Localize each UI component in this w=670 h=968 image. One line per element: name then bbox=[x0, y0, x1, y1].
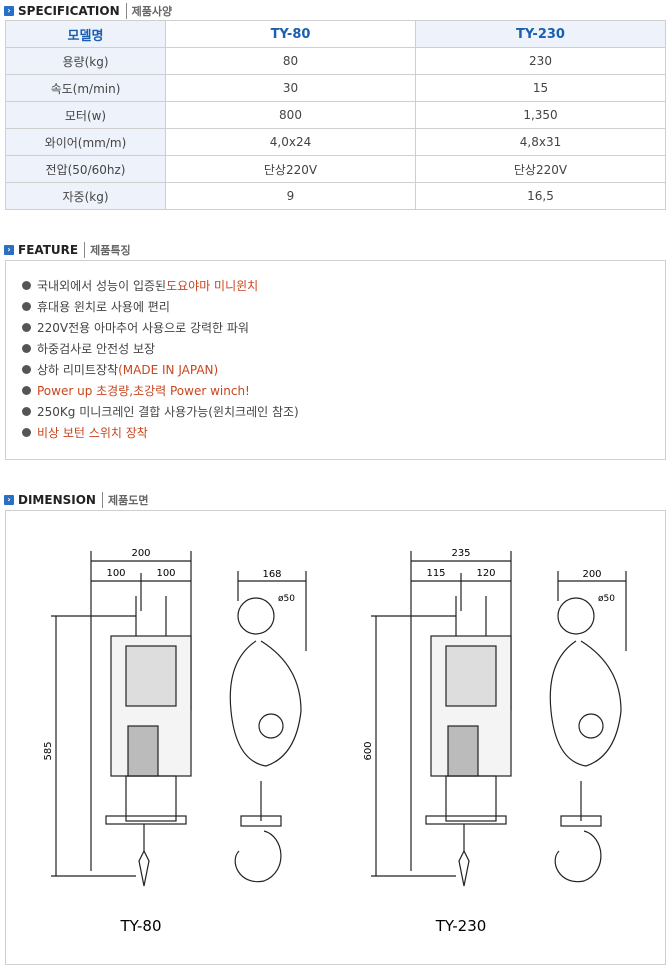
feature-text: 휴대용 윈치로 사용에 편리 bbox=[37, 300, 170, 314]
feature-text: 국내외에서 성능이 입증된 bbox=[37, 279, 167, 293]
spec-section-title: › SPECIFICATION 제품사양 bbox=[4, 3, 172, 19]
dim-height: 600 bbox=[363, 741, 374, 760]
feature-item: 비상 보턴 스위치 장착 bbox=[22, 422, 665, 443]
feature-highlight: Power up 초경량,초강력 Power winch! bbox=[37, 384, 250, 398]
feature-text: 250Kg 미니크레인 결합 사용가능(윈치크레인 참조) bbox=[37, 405, 299, 419]
table-cell: 1,350 bbox=[415, 101, 666, 129]
bullet-icon bbox=[22, 365, 31, 374]
feature-item: 상하 리미트장착(MADE IN JAPAN) bbox=[22, 359, 665, 380]
title-ko: 제품도면 bbox=[101, 492, 148, 508]
feature-section-title: › FEATURE 제품특징 bbox=[4, 242, 131, 258]
dim-diameter: ø50 bbox=[598, 594, 615, 604]
arrow-icon: › bbox=[4, 495, 14, 505]
title-en: FEATURE bbox=[18, 243, 79, 257]
header-cell: TY-80 bbox=[165, 20, 416, 48]
feature-highlight: 도요야마 미니윈치 bbox=[166, 279, 259, 293]
feature-item: Power up 초경량,초강력 Power winch! bbox=[22, 380, 665, 401]
title-ko: 제품사양 bbox=[125, 3, 172, 19]
table-cell: 모터(w) bbox=[5, 101, 166, 129]
feature-item: 휴대용 윈치로 사용에 편리 bbox=[22, 296, 665, 317]
title-en: SPECIFICATION bbox=[18, 4, 120, 18]
dim-side: 200 bbox=[582, 569, 601, 580]
table-cell: 자중(kg) bbox=[5, 182, 166, 210]
bullet-icon bbox=[22, 344, 31, 353]
dim-right: 120 bbox=[476, 568, 495, 579]
table-cell: 단상220V bbox=[165, 155, 416, 183]
table-cell: 30 bbox=[165, 74, 416, 102]
dimension-section-title: › DIMENSION 제품도면 bbox=[4, 492, 148, 508]
bullet-icon bbox=[22, 428, 31, 437]
dim-left: 100 bbox=[106, 568, 125, 579]
table-cell: 속도(m/min) bbox=[5, 74, 166, 102]
bullet-icon bbox=[22, 323, 31, 332]
table-cell: 9 bbox=[165, 182, 416, 210]
table-cell: 전압(50/60hz) bbox=[5, 155, 166, 183]
table-cell: 용량(kg) bbox=[5, 47, 166, 75]
winch-drawing-TY-230 bbox=[371, 551, 627, 887]
arrow-icon: › bbox=[4, 245, 14, 255]
feature-text: 상하 리미트장착 bbox=[37, 363, 119, 377]
bullet-icon bbox=[22, 386, 31, 395]
table-cell: 4,0x24 bbox=[165, 128, 416, 156]
feature-item: 국내외에서 성능이 입증된 도요야마 미니윈치 bbox=[22, 275, 665, 296]
feature-item: 하중검사로 안전성 보장 bbox=[22, 338, 665, 359]
dim-height: 585 bbox=[43, 741, 54, 760]
winch-drawing-TY-80 bbox=[51, 551, 307, 887]
dim-side: 168 bbox=[262, 569, 281, 580]
feature-text: 하중검사로 안전성 보장 bbox=[37, 342, 156, 356]
table-cell: 15 bbox=[415, 74, 666, 102]
bullet-icon bbox=[22, 302, 31, 311]
header-cell: 모델명 bbox=[5, 20, 166, 48]
dim-left: 115 bbox=[426, 568, 445, 579]
title-en: DIMENSION bbox=[18, 493, 96, 507]
table-cell: 800 bbox=[165, 101, 416, 129]
dim-width: 235 bbox=[451, 548, 470, 559]
dimension-drawing: 200 100 100 168 ø50 585 TY-80 235 115 12… bbox=[43, 548, 627, 935]
feature-text: 220V전용 아마추어 사용으로 강력한 파워 bbox=[37, 321, 249, 335]
table-cell: 80 bbox=[165, 47, 416, 75]
table-cell: 16,5 bbox=[415, 182, 666, 210]
table-cell: 단상220V bbox=[415, 155, 666, 183]
model-label: TY-230 bbox=[435, 917, 487, 935]
header-cell: TY-230 bbox=[415, 20, 666, 48]
bullet-icon bbox=[22, 281, 31, 290]
bullet-icon bbox=[22, 407, 31, 416]
dim-diameter: ø50 bbox=[278, 594, 295, 604]
dim-right: 100 bbox=[156, 568, 175, 579]
dimension-box: 200 100 100 168 ø50 585 TY-80 235 115 12… bbox=[5, 510, 666, 965]
table-cell: 230 bbox=[415, 47, 666, 75]
feature-highlight: 비상 보턴 스위치 장착 bbox=[37, 426, 148, 440]
table-cell: 4,8x31 bbox=[415, 128, 666, 156]
feature-highlight: (MADE IN JAPAN) bbox=[118, 362, 219, 377]
model-label: TY-80 bbox=[119, 917, 161, 935]
dim-width: 200 bbox=[131, 548, 150, 559]
arrow-icon: › bbox=[4, 6, 14, 16]
feature-item: 250Kg 미니크레인 결합 사용가능(윈치크레인 참조) bbox=[22, 401, 665, 422]
title-ko: 제품특징 bbox=[84, 242, 131, 258]
feature-item: 220V전용 아마추어 사용으로 강력한 파워 bbox=[22, 317, 665, 338]
table-cell: 와이어(mm/m) bbox=[5, 128, 166, 156]
